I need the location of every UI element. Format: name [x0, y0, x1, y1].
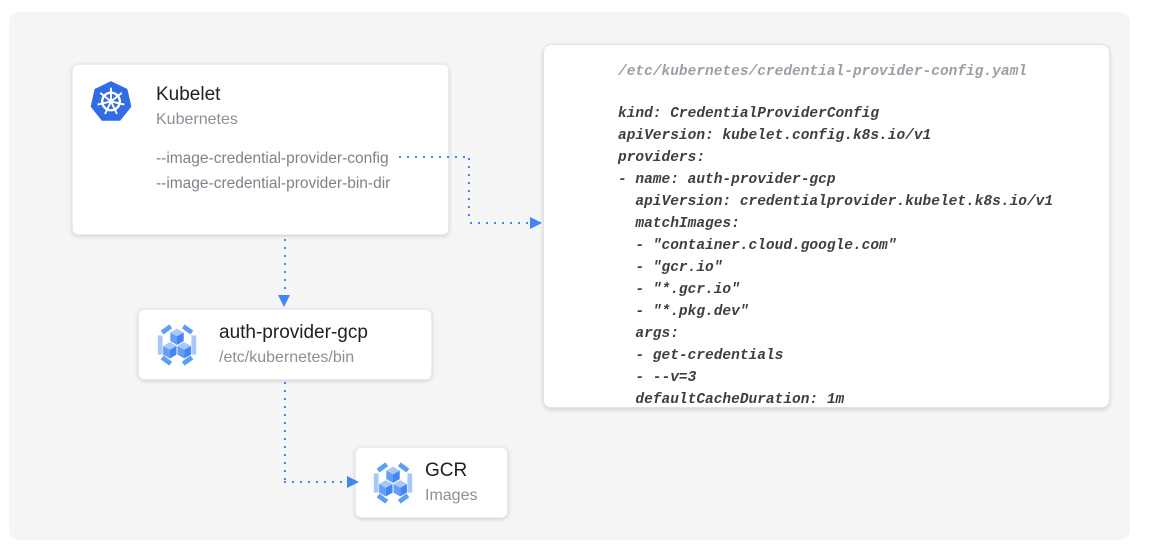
yaml-code-block: kind: CredentialProviderConfig apiVersio…: [618, 103, 1091, 411]
arrow-segment: [284, 382, 286, 482]
arrowhead-right-icon: [347, 476, 359, 488]
code-line: kind: CredentialProviderConfig: [618, 106, 880, 122]
auth-provider-gcp-node-card: auth-provider-gcp /etc/kubernetes/bin: [138, 309, 432, 380]
arrow-segment: [399, 156, 469, 158]
kubernetes-icon: [89, 80, 133, 124]
code-line: providers:: [618, 150, 706, 166]
code-line: - "*.pkg.dev": [618, 304, 749, 320]
gcr-node-card: GCR Images: [355, 447, 508, 518]
code-line: - "container.cloud.google.com": [618, 238, 897, 254]
arrowhead-down-icon: [278, 295, 290, 307]
auth-provider-subtitle: /etc/kubernetes/bin: [219, 349, 355, 366]
code-line: - "gcr.io": [618, 260, 723, 276]
gcr-title: GCR: [425, 460, 468, 481]
kubelet-subtitle: Kubernetes: [156, 111, 238, 128]
code-line: apiVersion: kubelet.config.k8s.io/v1: [618, 128, 932, 144]
code-line: args:: [618, 326, 679, 342]
arrow-segment: [468, 158, 470, 220]
yaml-file-path: /etc/kubernetes/credential-provider-conf…: [618, 64, 1027, 80]
arrow-segment: [284, 481, 347, 483]
arrow-segment: [284, 239, 286, 296]
kubelet-node-card: Kubelet Kubernetes --image-credential-pr…: [72, 64, 449, 235]
arrow-segment: [470, 222, 530, 224]
code-line: - get-credentials: [618, 348, 784, 364]
flag-image-credential-provider-config: --image-credential-provider-config: [156, 150, 389, 167]
code-line: - --v=3: [618, 370, 697, 386]
flag-image-credential-provider-bin-dir: --image-credential-provider-bin-dir: [156, 175, 391, 192]
kubelet-title: Kubelet: [156, 84, 221, 105]
credential-provider-config-panel: /etc/kubernetes/credential-provider-conf…: [543, 44, 1110, 408]
gcr-icon: [369, 459, 417, 507]
arrowhead-right-icon: [530, 217, 542, 229]
code-line: matchImages:: [618, 216, 740, 232]
gcr-icon: [153, 321, 201, 369]
code-line: defaultCacheDuration: 1m: [618, 392, 845, 408]
auth-provider-title: auth-provider-gcp: [219, 322, 368, 343]
code-line: apiVersion: credentialprovider.kubelet.k…: [618, 194, 1054, 210]
code-line: - name: auth-provider-gcp: [618, 172, 836, 188]
code-line: - "*.gcr.io": [618, 282, 740, 298]
gcr-subtitle: Images: [425, 487, 478, 504]
